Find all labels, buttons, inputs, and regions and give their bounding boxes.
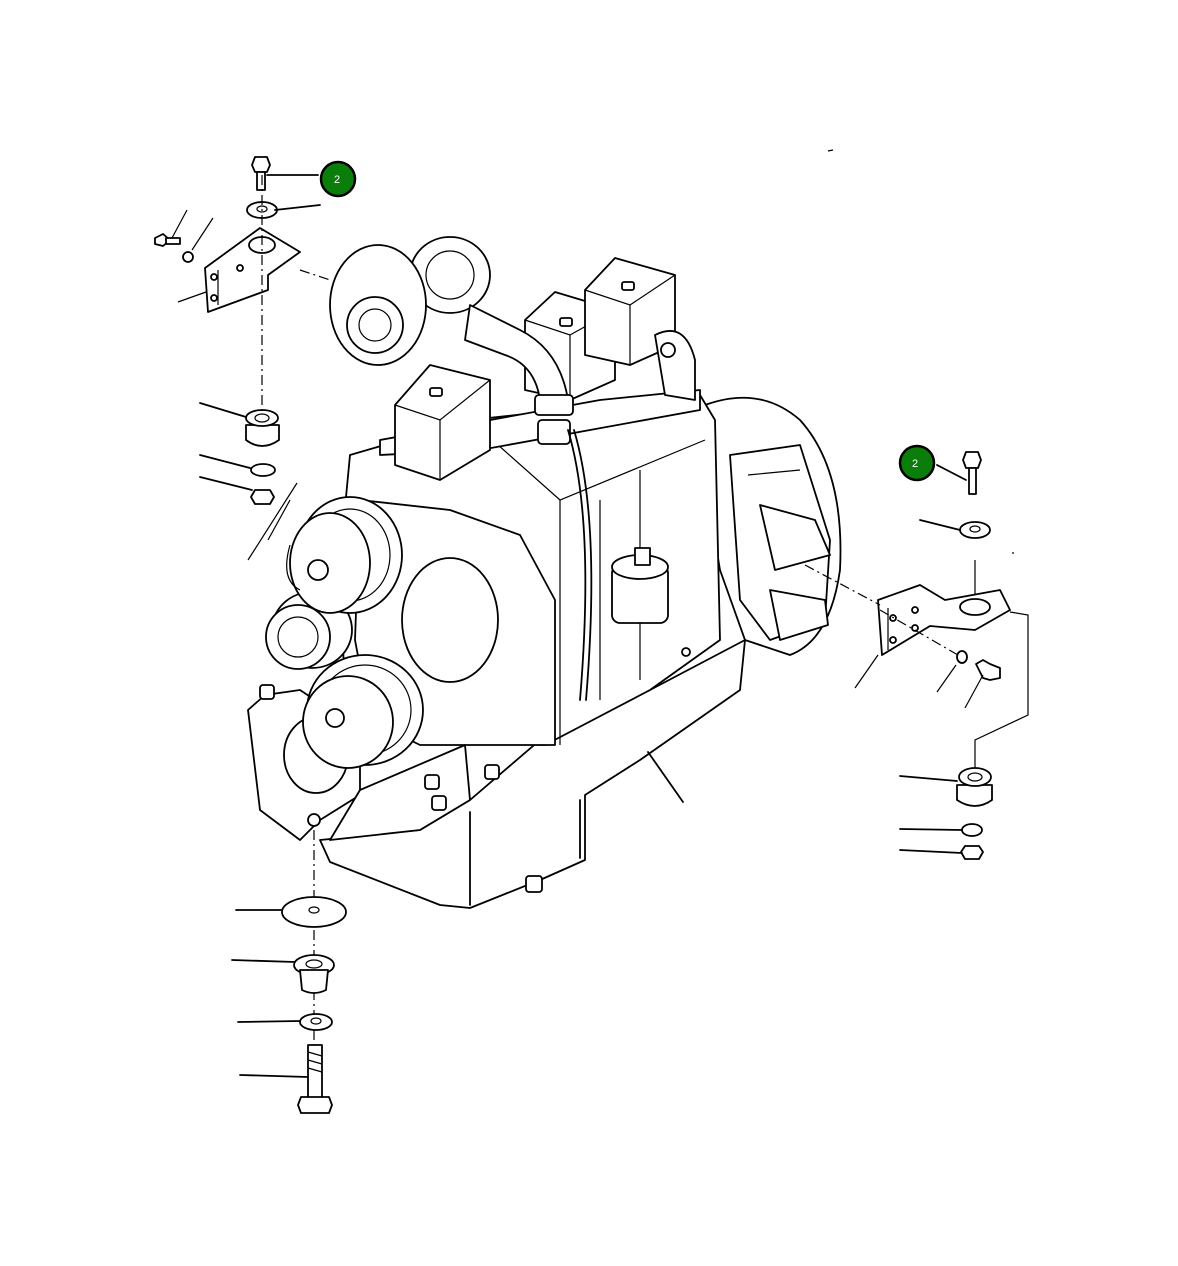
front-rubber-mount [293, 954, 335, 994]
turbocharger [329, 236, 491, 366]
oil-filter [611, 547, 669, 624]
right-washer [959, 521, 991, 539]
upper-left-lower-washer [250, 463, 276, 477]
right-nut [960, 845, 984, 860]
callout-2-upper-left[interactable]: 2 [319, 160, 357, 198]
drain-plug [525, 875, 543, 893]
upper-left-nut [250, 489, 275, 505]
right-bolt [962, 451, 982, 495]
upper-left-bracket [204, 227, 301, 313]
lifting-eye [654, 330, 696, 401]
callout-label: 2 [912, 458, 918, 470]
upper-left-rubber-mount [245, 409, 280, 447]
front-mount-bolt [297, 1044, 333, 1114]
engine-assembly [247, 236, 842, 909]
front-large-washer [281, 896, 347, 928]
right-lower-washer [961, 823, 983, 837]
cover-plate [401, 557, 499, 683]
upper-left-mount-group [154, 156, 331, 561]
callout-2-right[interactable]: 2 [898, 444, 936, 482]
upper-left-bolt [251, 156, 271, 191]
rocker-cover-front [394, 364, 491, 481]
oil-pan-leader [647, 751, 684, 803]
callout-label: 2 [334, 174, 340, 186]
oil-pan [319, 639, 746, 909]
right-mount-group [804, 451, 1029, 860]
front-mount-stack [231, 830, 347, 1114]
right-rubber-mount [956, 767, 993, 807]
crank-pulley [302, 654, 424, 769]
front-small-washer [299, 1013, 333, 1031]
fan-pulley [289, 496, 403, 614]
